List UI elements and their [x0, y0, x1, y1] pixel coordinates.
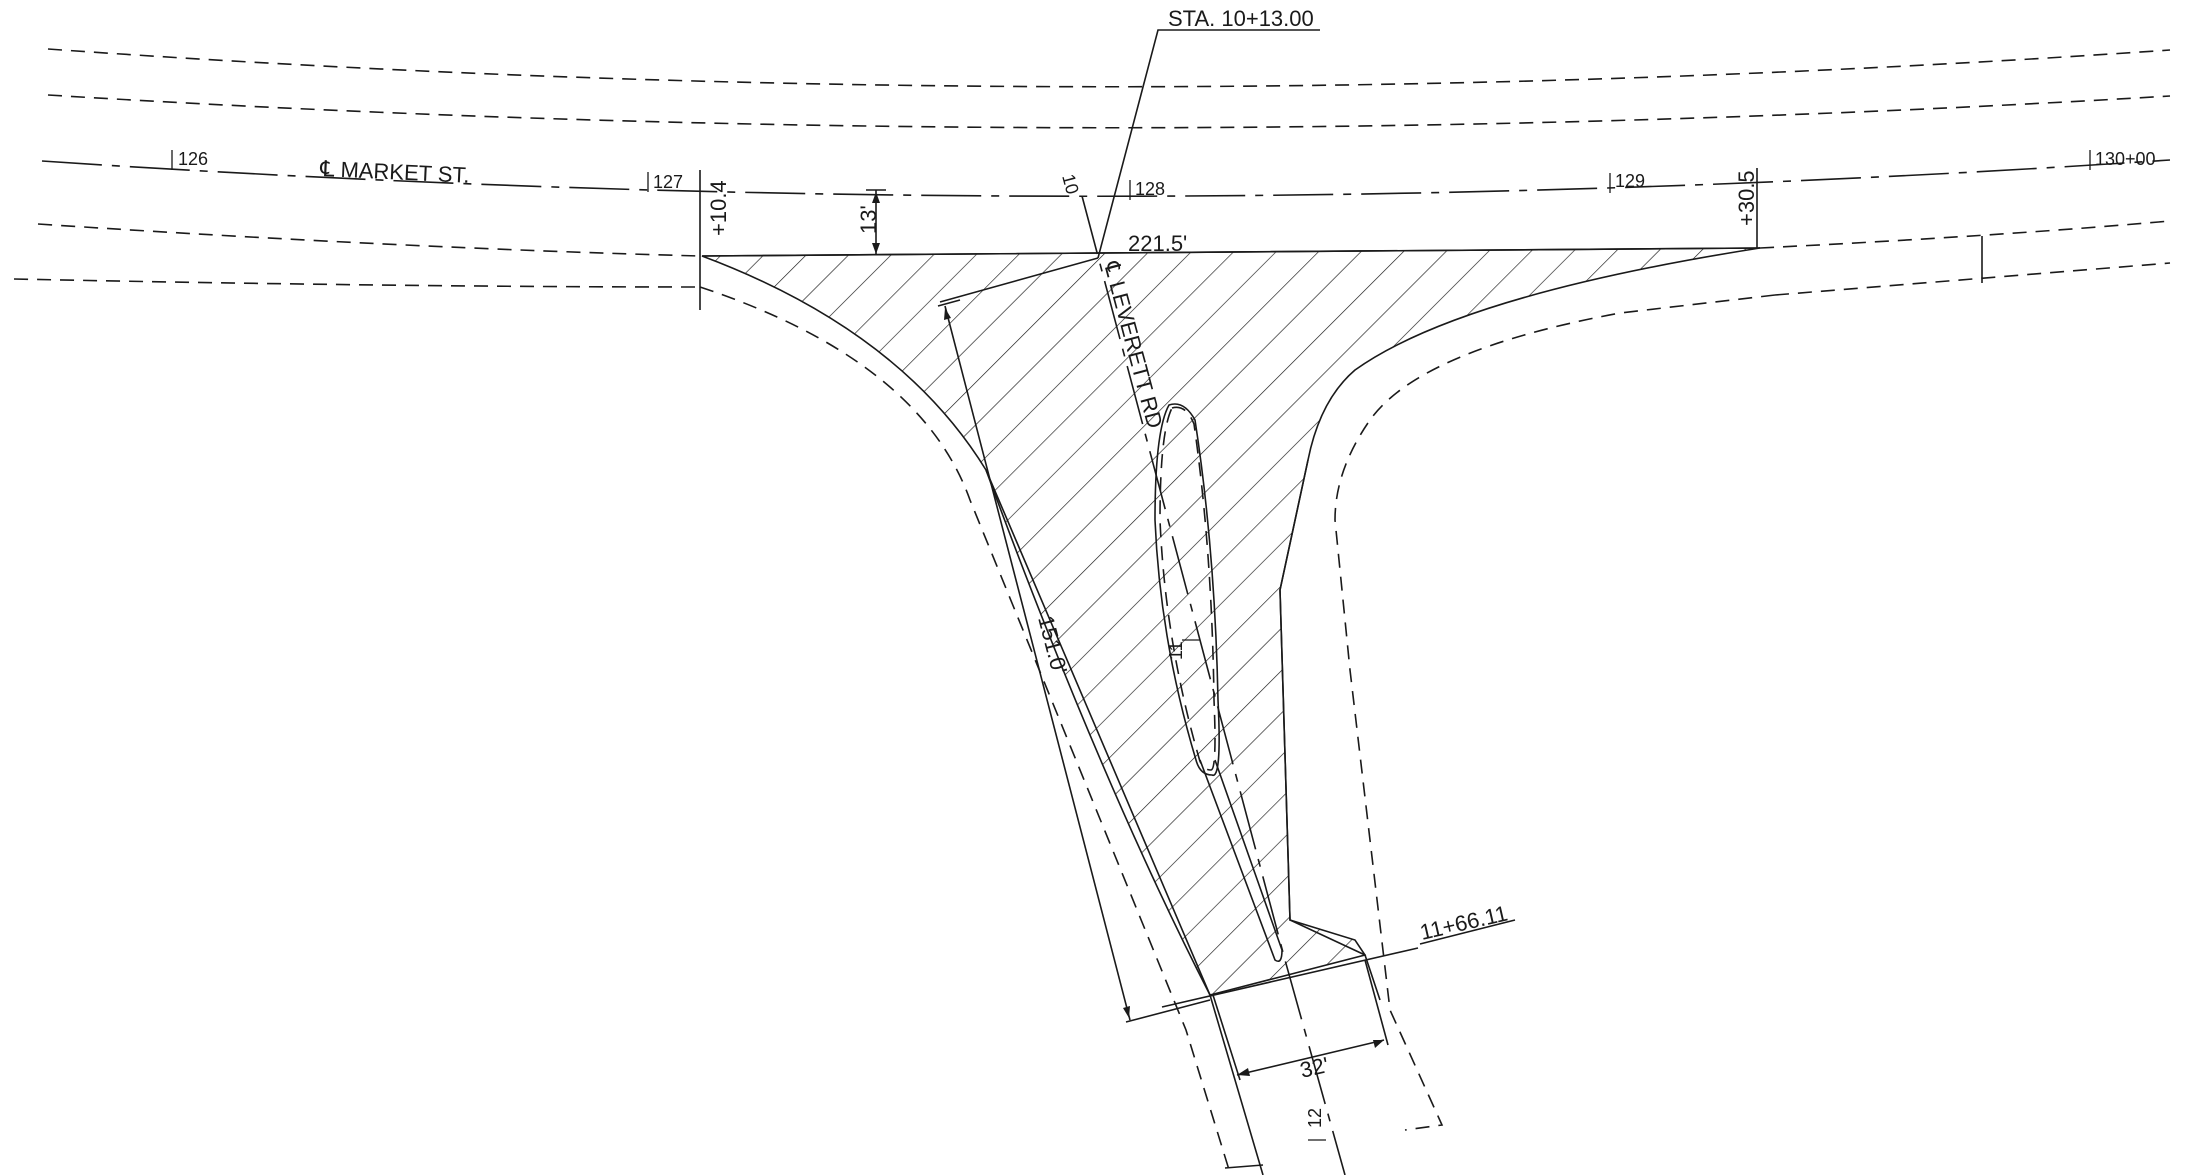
splitter-island [1154, 403, 1220, 776]
market-st-outer-edge-right [1774, 262, 2171, 296]
dim-32-arrow-left [1237, 1068, 1250, 1076]
market-st-label: ℄ MARKET ST. [319, 156, 470, 188]
station-label-128: 128 [1135, 179, 1165, 199]
dim-151-arrow-bottom [1123, 1006, 1130, 1018]
sta-extension-line [939, 257, 1099, 303]
dim-32-arrow-right [1373, 1040, 1384, 1048]
offset-label-left: +10.4 [706, 180, 731, 236]
dim-221-line [701, 247, 1761, 257]
dim-221-label: 221.5' [1128, 231, 1187, 256]
leverett-rd-right-edge [1279, 459, 1381, 1001]
station-label-underline [1419, 919, 1516, 945]
station-label-10: 10 [1058, 172, 1083, 197]
dim-32-ext-right [1364, 959, 1389, 1046]
market-st-far-edge-line [47, 48, 2171, 88]
dim-32-ext-left [1212, 994, 1241, 1081]
dim-13-arrow-top [872, 192, 880, 203]
station-label-127: 127 [653, 172, 683, 192]
leverett-rd-right-curb [1334, 294, 1776, 1131]
left-curb-corner-tick [1224, 1164, 1264, 1169]
dim-151-arrow-top [944, 308, 951, 320]
dim-151-ext-top [937, 299, 961, 307]
station-label-130: 130+00 [2095, 149, 2156, 169]
dim-13-label: 13' [856, 205, 881, 234]
market-st-near-edge-right [1759, 220, 2171, 249]
station-label-11: 11 [1166, 641, 1186, 660]
station-end-label: 11+66.11 [1418, 900, 1510, 944]
sta-callout-label: STA. 10+13.00 [1168, 6, 1314, 31]
dim-13-arrow-bottom [872, 243, 880, 254]
market-st-centerline [41, 159, 2171, 198]
leverett-rd-left-curb [699, 286, 1231, 1174]
splitter-island-nose [1199, 759, 1283, 963]
dim-151-ext-bottom [1125, 999, 1211, 1023]
leverett-rd-left-edge [985, 469, 1264, 1175]
leverett-rd-centerline [1081, 195, 1346, 1175]
dim-32-line [1236, 1039, 1385, 1076]
station-label-129: 129 [1615, 171, 1645, 191]
station-line-11-66 [1161, 947, 1419, 1008]
market-st-near-edge-left [37, 223, 701, 257]
dim-32-label: 32' [1298, 1052, 1332, 1083]
dim-151-line [944, 305, 1131, 1021]
market-st-lane-line [47, 94, 2171, 129]
sta-callout-leader [1097, 29, 1320, 259]
market-st-outer-edge-left [13, 278, 701, 288]
splitter-island-dashed-outline [1159, 406, 1216, 771]
offset-label-right: +30.5 [1734, 170, 1759, 226]
station-label-12: 12 [1305, 1108, 1325, 1128]
hatched-island-area [701, 247, 1761, 996]
station-label-126: 126 [178, 149, 208, 169]
